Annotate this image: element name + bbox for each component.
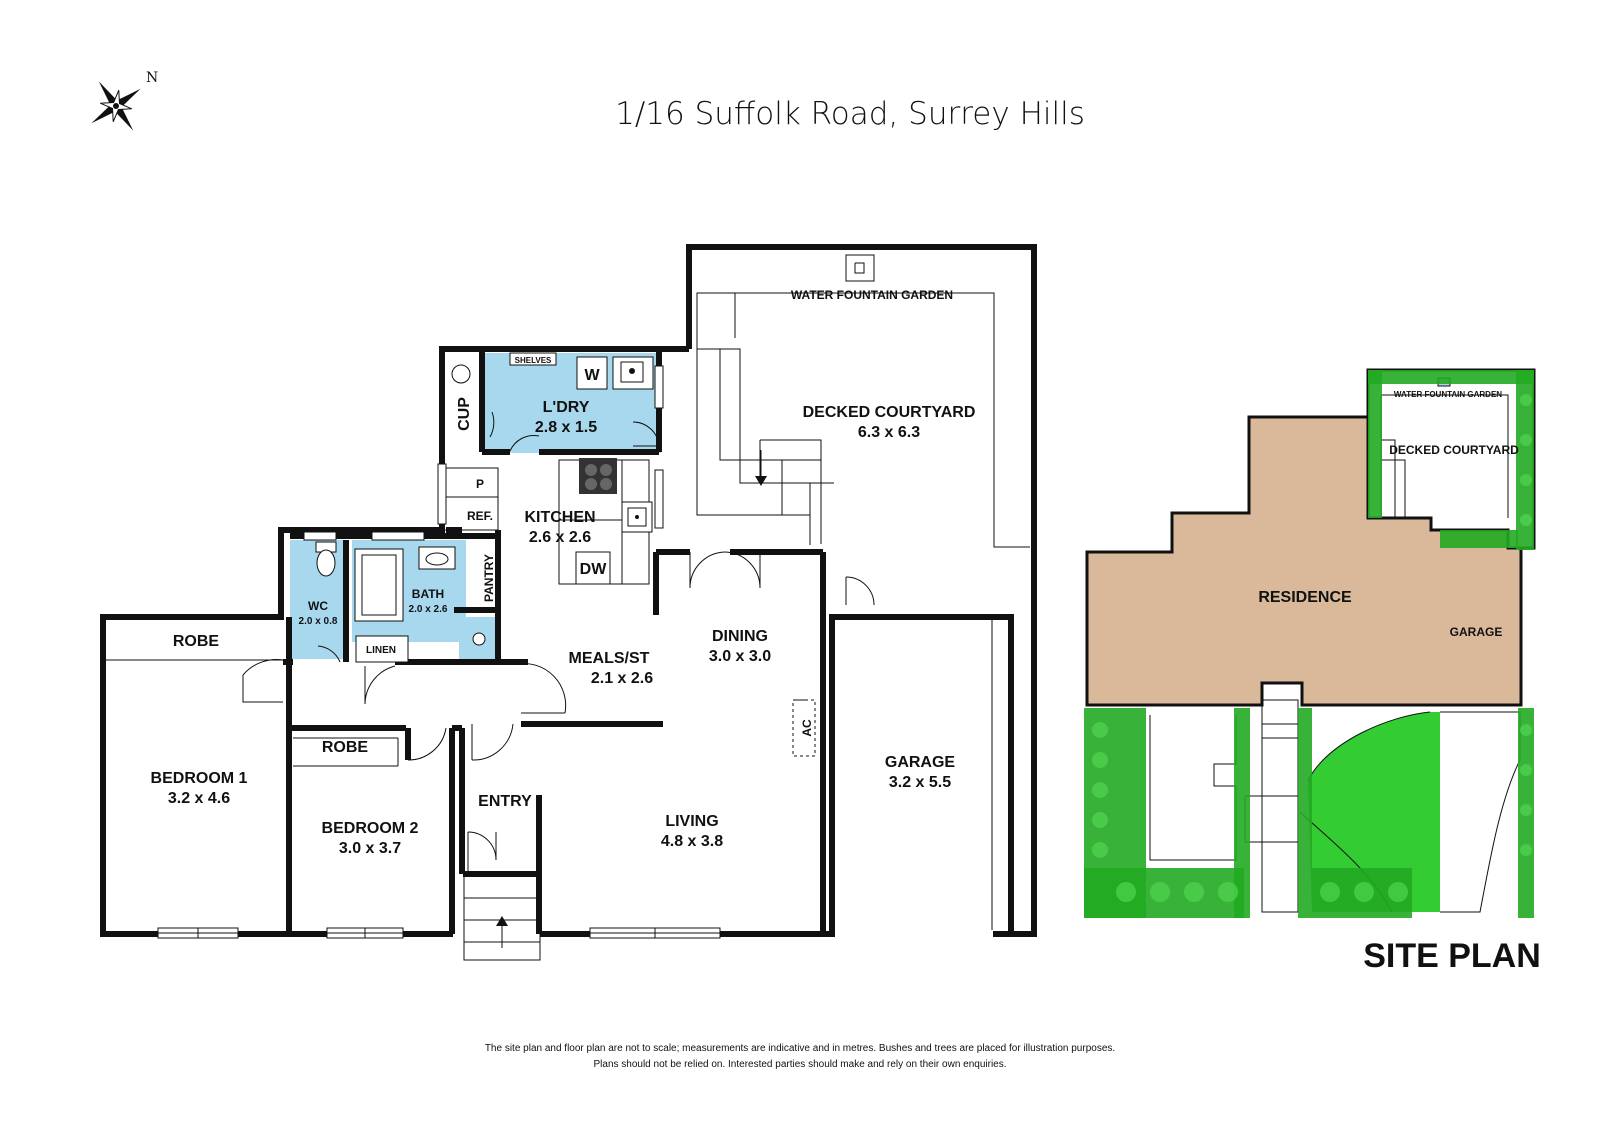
pantry-p-label: P [476, 477, 484, 491]
room-pantry-name: PANTRY [482, 554, 496, 602]
room-bedroom-1-size: 3.2 x 4.6 [168, 790, 230, 807]
dishwasher-label: DW [580, 561, 608, 578]
room-bedroom-2-name: BEDROOM 2 [322, 820, 419, 837]
room-bedroom-1-name: BEDROOM 1 [151, 770, 248, 787]
room-entry-name: ENTRY [478, 793, 532, 810]
room-courtyard-name: DECKED COURTYARD [803, 404, 976, 421]
aircon-label: AC [800, 719, 814, 737]
windows [157, 365, 721, 939]
shelves-label: SHELVES [515, 356, 552, 365]
hedge-highlights [1092, 394, 1532, 902]
fixtures [315, 352, 654, 646]
room-linen-name: LINEN [366, 645, 396, 656]
room-wc-name: WC [308, 599, 328, 613]
room-kitchen-size: 2.6 x 2.6 [529, 529, 591, 546]
page-title: 1/16 Suffolk Road, Surrey Hills [615, 96, 1085, 132]
stair-arrows [496, 450, 767, 948]
disclaimer-line-1: The site plan and floor plan are not to … [485, 1043, 1115, 1054]
room-bath-name: BATH [412, 587, 444, 601]
doors [242, 411, 875, 874]
fridge-label: REF. [467, 509, 493, 523]
room-fountain-garden-name: WATER FOUNTAIN GARDEN [791, 288, 953, 302]
room-courtyard-size: 6.3 x 6.3 [858, 424, 920, 441]
outer-walls [100, 244, 1037, 937]
washer-label: W [584, 367, 600, 384]
room-laundry-name: L'DRY [543, 399, 590, 416]
room-wc-size: 2.0 x 0.8 [299, 616, 338, 627]
room-garage-name: GARAGE [885, 754, 956, 771]
room-laundry-size: 2.8 x 1.5 [535, 419, 597, 436]
site-paths [1149, 699, 1521, 913]
room-robe-1-name: ROBE [173, 633, 220, 650]
site-fountain-label: WATER FOUNTAIN GARDEN [1394, 390, 1502, 399]
room-dining-size: 3.0 x 3.0 [709, 648, 771, 665]
room-meals-name: MEALS/ST [569, 650, 650, 667]
room-kitchen-name: KITCHEN [524, 509, 595, 526]
room-cup-name: CUP [456, 397, 473, 431]
compass-rose-icon: N [91, 70, 158, 131]
lawn-area [1308, 712, 1440, 912]
site-courtyard-label: DECKED COURTYARD [1389, 443, 1519, 457]
site-plan-heading: SITE PLAN [1363, 937, 1541, 975]
room-garage-size: 3.2 x 5.5 [889, 774, 951, 791]
floor-plan: ROBE BEDROOM 1 3.2 x 4.6 BEDROOM 2 3.0 x… [100, 244, 1037, 961]
room-living-size: 4.8 x 3.8 [661, 833, 723, 850]
room-living-name: LIVING [665, 813, 718, 830]
compass-north-label: N [146, 70, 158, 86]
room-bath-size: 2.0 x 2.6 [409, 604, 448, 615]
room-bedroom-2-size: 3.0 x 3.7 [339, 840, 401, 857]
room-robe-2-name: ROBE [322, 739, 369, 756]
site-garage-label: GARAGE [1450, 625, 1503, 639]
disclaimer-line-2: Plans should not be relied on. Intereste… [593, 1059, 1006, 1070]
room-meals-size: 2.1 x 2.6 [591, 670, 653, 687]
site-residence-label: RESIDENCE [1258, 589, 1352, 606]
site-plan: WATER FOUNTAIN GARDEN DECKED COURTYARD R… [1084, 368, 1541, 975]
room-dining-name: DINING [712, 628, 768, 645]
